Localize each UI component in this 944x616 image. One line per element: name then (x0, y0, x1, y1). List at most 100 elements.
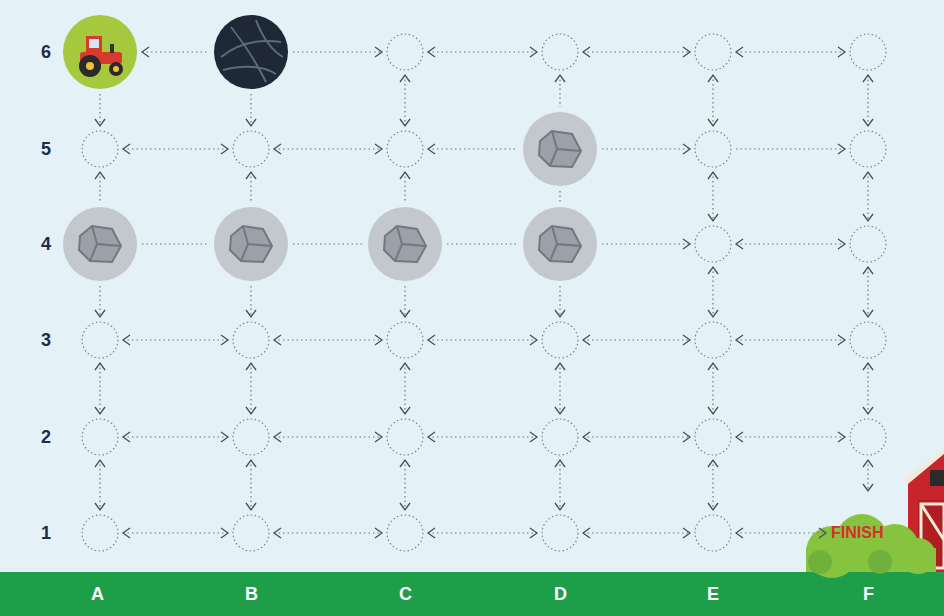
dotted-path (404, 286, 405, 317)
path-spot (233, 515, 269, 551)
dotted-path (274, 339, 382, 340)
dotted-path (602, 148, 690, 149)
column-letter: F (863, 584, 874, 604)
arrow-head (683, 528, 690, 538)
arrow-head (530, 47, 537, 57)
arrow-head (221, 432, 228, 442)
thorn-branch (223, 67, 276, 74)
rock-obstacle (523, 207, 597, 281)
column-letter: B (245, 584, 258, 604)
rock-crack (241, 244, 248, 261)
dotted-path (99, 363, 100, 414)
dotted-path (428, 339, 537, 340)
arrow-head (555, 407, 565, 414)
arrow-head (555, 503, 565, 510)
arrow-head (708, 363, 718, 370)
path-spot (82, 131, 118, 167)
dotted-path (712, 75, 713, 126)
arrow-head (400, 407, 410, 414)
arrow-head (400, 460, 410, 467)
arrow-head (400, 119, 410, 126)
tractor-hub (86, 62, 94, 70)
rock-crack (395, 244, 402, 261)
arrow-head (221, 144, 228, 154)
path-spot (542, 322, 578, 358)
arrow-head (736, 47, 743, 57)
tractor-exhaust (110, 44, 114, 53)
path-spot (387, 34, 423, 70)
arrow-head (246, 503, 256, 510)
arrow-head (863, 119, 873, 126)
dotted-path (293, 51, 382, 52)
arrow-head (583, 47, 590, 57)
arrow-head (708, 75, 718, 82)
dotted-path (250, 94, 251, 126)
arrow-head (863, 75, 873, 82)
finish-text: FINISH (831, 524, 883, 542)
arrow-head (375, 335, 382, 345)
arrow-head (95, 310, 105, 317)
arrow-head (428, 335, 435, 345)
dotted-path (736, 243, 845, 244)
arrow-head (274, 528, 281, 538)
path-spot (233, 322, 269, 358)
arrow-head (863, 363, 873, 370)
rock-crack (243, 226, 272, 246)
arrow-head (95, 460, 105, 467)
path-spot (542, 515, 578, 551)
arrow-head (838, 239, 845, 249)
arrow-head (221, 335, 228, 345)
rock-icon (384, 226, 426, 262)
arrow-head (555, 460, 565, 467)
rock-icon (539, 131, 581, 167)
dotted-path (583, 436, 690, 437)
arrow-head (708, 119, 718, 126)
tractor-cab (86, 36, 102, 52)
arrow-head (375, 432, 382, 442)
dotted-path (142, 243, 209, 244)
arrow-head (736, 432, 743, 442)
dotted-path (99, 286, 100, 317)
arrow-head (583, 528, 590, 538)
dotted-path (559, 75, 560, 107)
path-spot (850, 419, 886, 455)
arrow-head (838, 144, 845, 154)
arrow-head (708, 407, 718, 414)
bush (806, 514, 936, 578)
rock-obstacle (214, 207, 288, 281)
dotted-path (867, 363, 868, 414)
dotted-path (559, 460, 560, 510)
dotted-path (559, 286, 560, 317)
thorn-branch (231, 27, 266, 82)
arrow-head (246, 363, 256, 370)
path-spot (82, 322, 118, 358)
arrow-head (819, 528, 826, 538)
dotted-path (404, 172, 405, 202)
tractor-wheel (109, 62, 123, 76)
dotted-path (274, 532, 382, 533)
row-number: 1 (41, 523, 51, 543)
dotted-path (293, 243, 363, 244)
path-spot (542, 34, 578, 70)
arrow-head (95, 503, 105, 510)
dotted-path (142, 51, 209, 52)
arrow-head (246, 460, 256, 467)
dotted-path (428, 51, 537, 52)
tractor-window (89, 39, 99, 48)
dotted-path (867, 460, 868, 491)
column-letter: C (399, 584, 412, 604)
dotted-path (447, 243, 518, 244)
dotted-path (250, 286, 251, 317)
arrow-head (555, 75, 565, 82)
dotted-path (99, 172, 100, 202)
dotted-path (250, 460, 251, 510)
path-spot (695, 34, 731, 70)
rock-crack (552, 226, 581, 246)
arrow-head (838, 432, 845, 442)
row-number: 5 (41, 139, 51, 159)
arrow-head (123, 432, 130, 442)
column-letter: E (707, 584, 719, 604)
arrow-head (95, 172, 105, 179)
